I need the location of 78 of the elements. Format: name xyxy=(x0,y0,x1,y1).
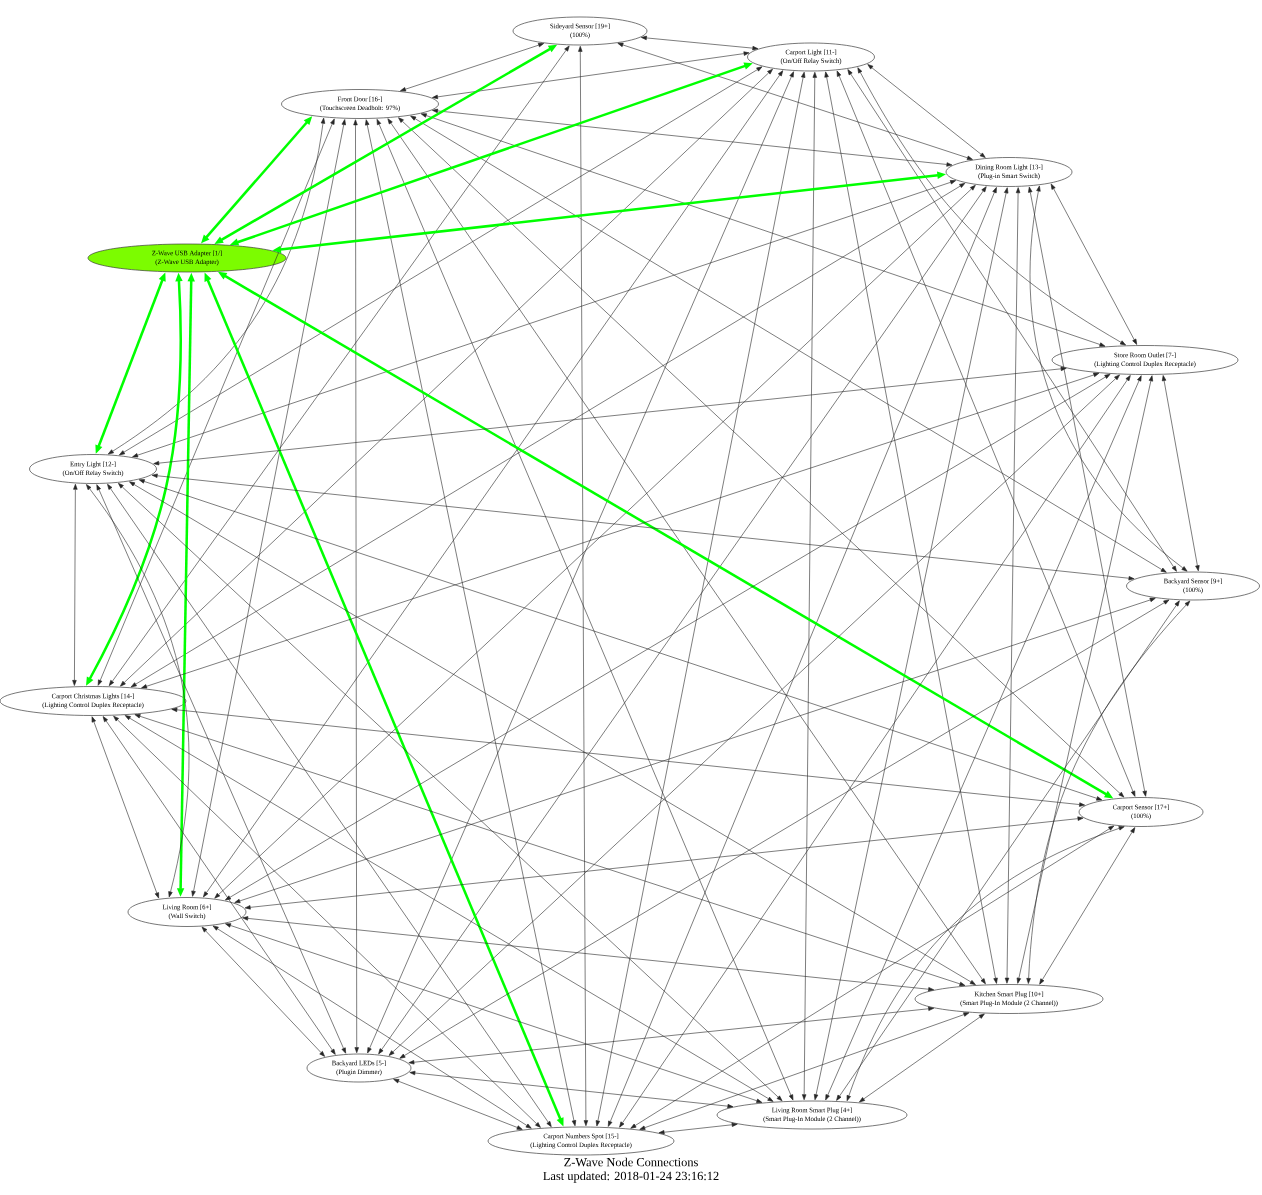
connection-arrow xyxy=(802,71,817,1101)
connection-arrow xyxy=(617,42,973,160)
connection-arrow xyxy=(578,45,589,1127)
connection-arrow xyxy=(432,51,750,100)
connection-arrow xyxy=(225,373,1111,901)
connection-arrow xyxy=(400,43,545,92)
connection-arrow xyxy=(399,599,1170,1059)
connection-arrow xyxy=(1039,827,1136,985)
connection-arrow xyxy=(388,374,1120,1056)
connection-arrow xyxy=(96,484,346,1054)
connection-arrow xyxy=(129,481,976,985)
connection-arrow xyxy=(1050,183,1138,345)
connection-arrow xyxy=(420,113,1106,347)
connection-arrow xyxy=(847,69,1177,572)
connection-arrow xyxy=(107,483,552,1127)
connection-arrow xyxy=(824,71,998,984)
connection-arrow xyxy=(124,715,774,1102)
connection-arrow xyxy=(1016,375,1154,984)
timestamp-label: Last updated: 2018-01-24 23:16:12 xyxy=(543,1171,719,1183)
connection-arrow xyxy=(212,925,532,1129)
connection-arrow xyxy=(107,117,326,455)
connection-arrow xyxy=(658,1122,738,1135)
connection-arrow xyxy=(1028,186,1147,797)
connection-arrow xyxy=(630,825,1115,1129)
connection-arrow xyxy=(203,70,784,898)
connection-arrow xyxy=(120,68,773,687)
connection-arrow xyxy=(141,372,1100,689)
connection-arrow xyxy=(393,1079,523,1130)
connection-arrow xyxy=(225,923,763,1103)
connection-arrow xyxy=(365,119,577,1127)
connection-arrow xyxy=(857,67,1126,346)
connection-arrow xyxy=(132,180,956,458)
connection-arrow xyxy=(86,484,190,898)
connection-arrow xyxy=(867,64,986,158)
connection-arrow xyxy=(119,66,763,456)
connection-arrow xyxy=(130,183,966,688)
connection-arrow xyxy=(134,714,966,986)
connection-arrow xyxy=(244,816,1084,910)
connection-arrow xyxy=(836,600,1180,1101)
connection-arrow xyxy=(191,119,346,897)
connection-arrow xyxy=(113,715,541,1128)
connection-arrow xyxy=(171,707,1085,807)
connection-arrow xyxy=(846,826,1125,1102)
connection-arrow xyxy=(859,1013,985,1103)
connection-arrow xyxy=(387,118,986,985)
connection-arrow xyxy=(1029,185,1188,572)
connection-arrow xyxy=(201,926,325,1057)
connection-arrow xyxy=(242,916,935,992)
connection-arrow xyxy=(1161,375,1200,572)
connection-arrow xyxy=(836,70,1136,797)
connection-arrow xyxy=(825,375,1142,1101)
connection-arrow xyxy=(408,1006,935,1065)
connection-arrow xyxy=(398,117,1125,798)
connection-arrow xyxy=(118,483,783,1102)
connection-arrow xyxy=(1026,600,1191,984)
connection-arrow xyxy=(97,118,335,686)
connection-arrow xyxy=(641,35,759,51)
connection-arrow xyxy=(108,45,570,686)
connection-arrow xyxy=(432,108,953,167)
connection-arrow xyxy=(102,716,336,1055)
connection-arrow xyxy=(595,71,806,1127)
connection-arrow xyxy=(214,185,976,899)
connection-arrow xyxy=(378,186,987,1055)
diagram-title: Z-Wave Node Connections xyxy=(564,1157,698,1167)
connection-arrow xyxy=(91,716,159,899)
connection-arrow xyxy=(639,1012,970,1130)
connection-arrow xyxy=(813,187,1009,1101)
connection-arrow xyxy=(608,187,997,1127)
connection-arrow xyxy=(138,479,1103,801)
connection-arrow xyxy=(619,375,1131,1128)
connection-arrow xyxy=(353,119,359,1054)
connection-arrow xyxy=(1004,187,1021,984)
connection-arrow xyxy=(151,473,1135,581)
connection-arrow xyxy=(153,366,1067,466)
connection-arrow xyxy=(72,483,78,686)
connection-arrow xyxy=(410,115,1167,573)
connection-arrow xyxy=(409,1070,734,1109)
connection-arrow xyxy=(234,597,1156,904)
